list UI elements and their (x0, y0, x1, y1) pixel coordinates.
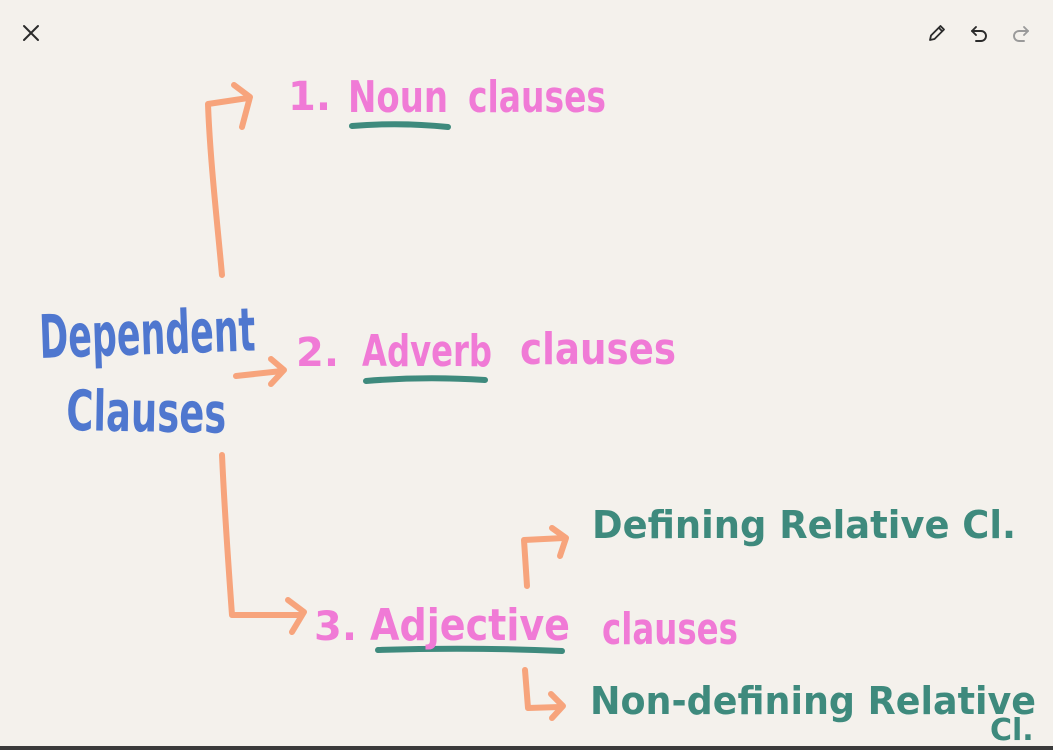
sub-branch-label-2: Cl. (990, 713, 1034, 746)
pencil-icon (929, 25, 945, 41)
root-node: Dependent Clauses (38, 295, 256, 446)
underline-adjective (375, 645, 565, 654)
arrowhead-adjective (285, 597, 307, 635)
arrow-to-defining (521, 535, 567, 589)
underline-adverb (363, 375, 488, 384)
pen-button[interactable] (922, 18, 952, 48)
arrowhead-nondefining (548, 691, 566, 721)
arrowhead-adverb (268, 356, 287, 387)
arrow-to-adverb (233, 368, 285, 379)
root-line-2: Clauses (66, 379, 227, 447)
sub-branch-label: Non-defining Relative (590, 679, 1036, 723)
branch-number: 2. (296, 330, 339, 376)
branch-noun: 1. Noun clauses (288, 72, 606, 123)
sub-branch-nondefining: Non-defining Relative Cl. (590, 679, 1036, 746)
branch-adverb: 2. Adverb clauses (296, 324, 676, 377)
undo-button[interactable] (964, 18, 994, 48)
arrow-to-adjective (219, 452, 303, 618)
branch-rest: clauses (520, 324, 676, 375)
branch-keyword: Adjective (370, 600, 570, 651)
branch-number: 3. (314, 604, 357, 650)
close-icon (23, 25, 39, 41)
branch-number: 1. (288, 74, 331, 120)
branch-keyword: Noun (348, 72, 448, 123)
close-button[interactable] (16, 18, 46, 48)
bottom-edge (0, 746, 1053, 750)
redo-button[interactable] (1006, 18, 1036, 48)
underlines (349, 121, 565, 654)
branch-rest: clauses (602, 604, 738, 655)
sub-branch-defining: Defining Relative Cl. (592, 503, 1016, 547)
redo-icon (1013, 26, 1029, 42)
branch-keyword: Adverb (362, 326, 492, 377)
branch-rest: clauses (468, 72, 606, 123)
sub-branch-label: Defining Relative Cl. (592, 503, 1016, 547)
arrows (205, 82, 569, 721)
branch-adjective: 3. Adjective clauses (314, 600, 738, 655)
arrowhead-noun (231, 82, 253, 130)
arrowhead-defining (549, 525, 569, 559)
root-line-1: Dependent (38, 295, 256, 372)
underline-noun (349, 121, 451, 130)
arrow-to-noun (205, 95, 251, 278)
arrow-to-nondefining (522, 667, 563, 711)
undo-icon (971, 26, 987, 42)
